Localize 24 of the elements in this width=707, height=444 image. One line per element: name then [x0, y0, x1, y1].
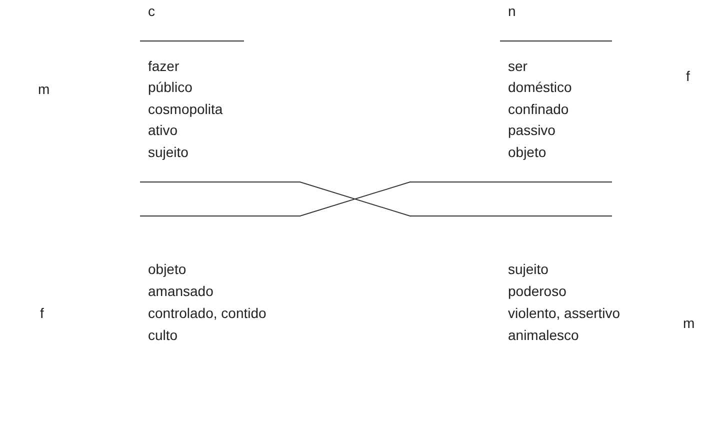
list-item: poderoso: [508, 282, 566, 300]
list-item: fazer: [148, 57, 180, 75]
gender-label: m: [38, 80, 50, 98]
list-item: confinado: [508, 100, 569, 118]
list-item: público: [148, 78, 192, 96]
list-item: amansado: [148, 282, 214, 300]
list-item: objeto: [148, 260, 186, 278]
list-item: passivo: [508, 121, 556, 139]
list-item: objeto: [508, 143, 546, 161]
gender-label: f: [686, 67, 690, 85]
list-item: sujeito: [508, 260, 548, 278]
list-item: violento, assertivo: [508, 304, 620, 322]
column-heading: n: [508, 2, 516, 20]
list-item: culto: [148, 326, 178, 344]
list-item: controlado, contido: [148, 304, 266, 322]
gender-label: f: [40, 304, 44, 322]
list-item: ser: [508, 57, 528, 75]
list-item: animalesco: [508, 326, 579, 344]
gender-label: m: [683, 314, 695, 332]
column-heading: c: [148, 2, 155, 20]
list-item: doméstico: [508, 78, 572, 96]
list-item: sujeito: [148, 143, 188, 161]
list-item: ativo: [148, 121, 178, 139]
list-item: cosmopolita: [148, 100, 223, 118]
